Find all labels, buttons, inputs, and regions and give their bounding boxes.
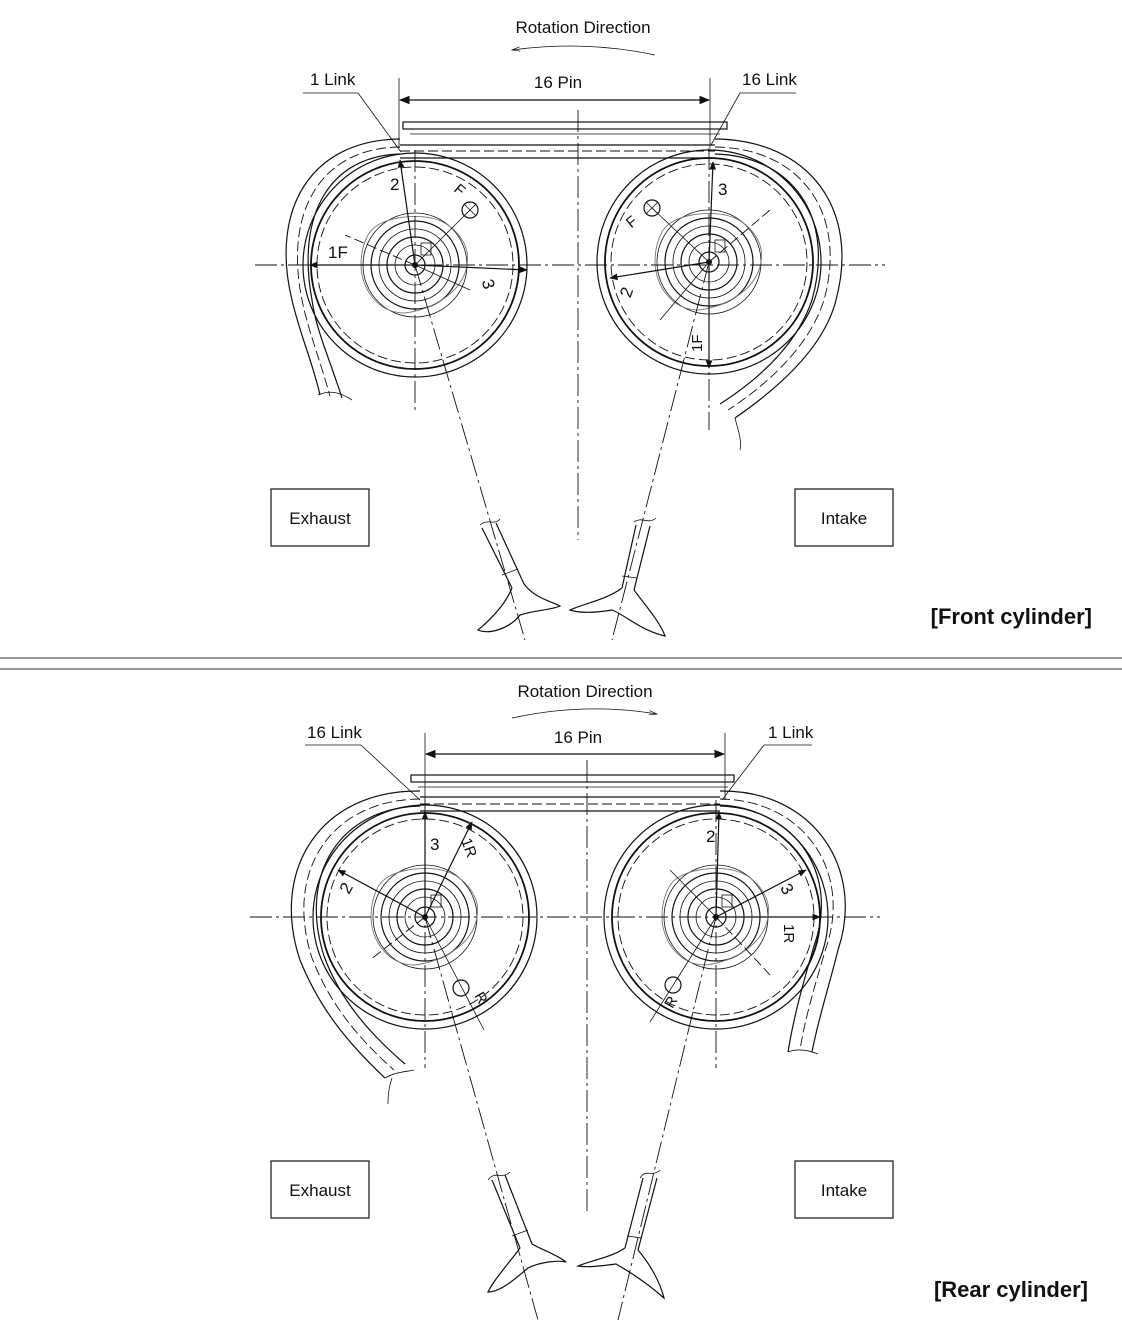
- rear-intake-mark-3: 3: [776, 880, 797, 898]
- front-left-link-label: 1 Link: [310, 70, 356, 89]
- front-right-link-label: 16 Link: [742, 70, 797, 89]
- front-exhaust-mark-f: F: [450, 181, 468, 200]
- front-rotation-label: Rotation Direction: [515, 18, 650, 37]
- front-intake-valve: [568, 517, 666, 637]
- rear-intake-label: Intake: [821, 1181, 867, 1200]
- front-chain-right: [714, 138, 843, 419]
- front-rotation-arrow: [512, 45, 656, 56]
- rear-rotation-arrow: [511, 708, 657, 719]
- front-exhaust-label: Exhaust: [289, 509, 351, 528]
- rear-exhaust-mark-1r: 1R: [457, 836, 480, 860]
- rear-chain-right: [719, 790, 846, 1053]
- front-exhaust-box: [270, 488, 370, 547]
- front-intake-mark-3: 3: [718, 180, 727, 199]
- rear-cylinder-title: [Rear cylinder]: [934, 1277, 1088, 1302]
- rear-exhaust-label: Exhaust: [289, 1181, 351, 1200]
- front-exhaust-valve: [476, 518, 562, 633]
- rear-exhaust-mark-2: 2: [336, 879, 357, 897]
- rear-exhaust-valve: [487, 1171, 567, 1293]
- front-intake-mark-2: 2: [616, 285, 637, 300]
- front-cylinder-title: [Front cylinder]: [931, 604, 1092, 629]
- front-exhaust-mark-1f: 1F: [328, 243, 348, 262]
- rear-intake-box: [794, 1160, 894, 1219]
- rear-intake-valve: [575, 1169, 666, 1300]
- rear-chain-left: [290, 790, 421, 1079]
- rear-rotation-label: Rotation Direction: [517, 682, 652, 701]
- rear-intake-mark-1r: 1R: [780, 924, 797, 943]
- front-chain-left: [285, 138, 401, 396]
- front-intake-label: Intake: [821, 509, 867, 528]
- front-intake-mark-1f: 1F: [689, 334, 706, 352]
- rear-intake-mark-2: 2: [706, 827, 715, 846]
- rear-exhaust-box: [270, 1160, 370, 1219]
- rear-intake-mark-r: R: [661, 993, 681, 1011]
- rear-pin-label: 16 Pin: [554, 728, 602, 747]
- front-intake-box: [794, 488, 894, 547]
- front-exhaust-mark-3: 3: [478, 277, 499, 291]
- front-cylinder-diagram: Rotation Direction 16 Pin 1 Link 16 Link: [255, 18, 1092, 641]
- rear-chain-guide: [410, 774, 735, 783]
- rear-cylinder-diagram: Rotation Direction 16 Pin 16 Link 1 Link: [250, 682, 1088, 1321]
- rear-exhaust-mark-3: 3: [430, 835, 439, 854]
- front-pin-label: 16 Pin: [534, 73, 582, 92]
- front-exhaust-mark-2: 2: [390, 175, 399, 194]
- rear-left-link-label: 16 Link: [307, 723, 362, 742]
- front-chain-guide: [402, 121, 728, 130]
- front-intake-mark-f: F: [623, 213, 641, 232]
- rear-right-link-label: 1 Link: [768, 723, 814, 742]
